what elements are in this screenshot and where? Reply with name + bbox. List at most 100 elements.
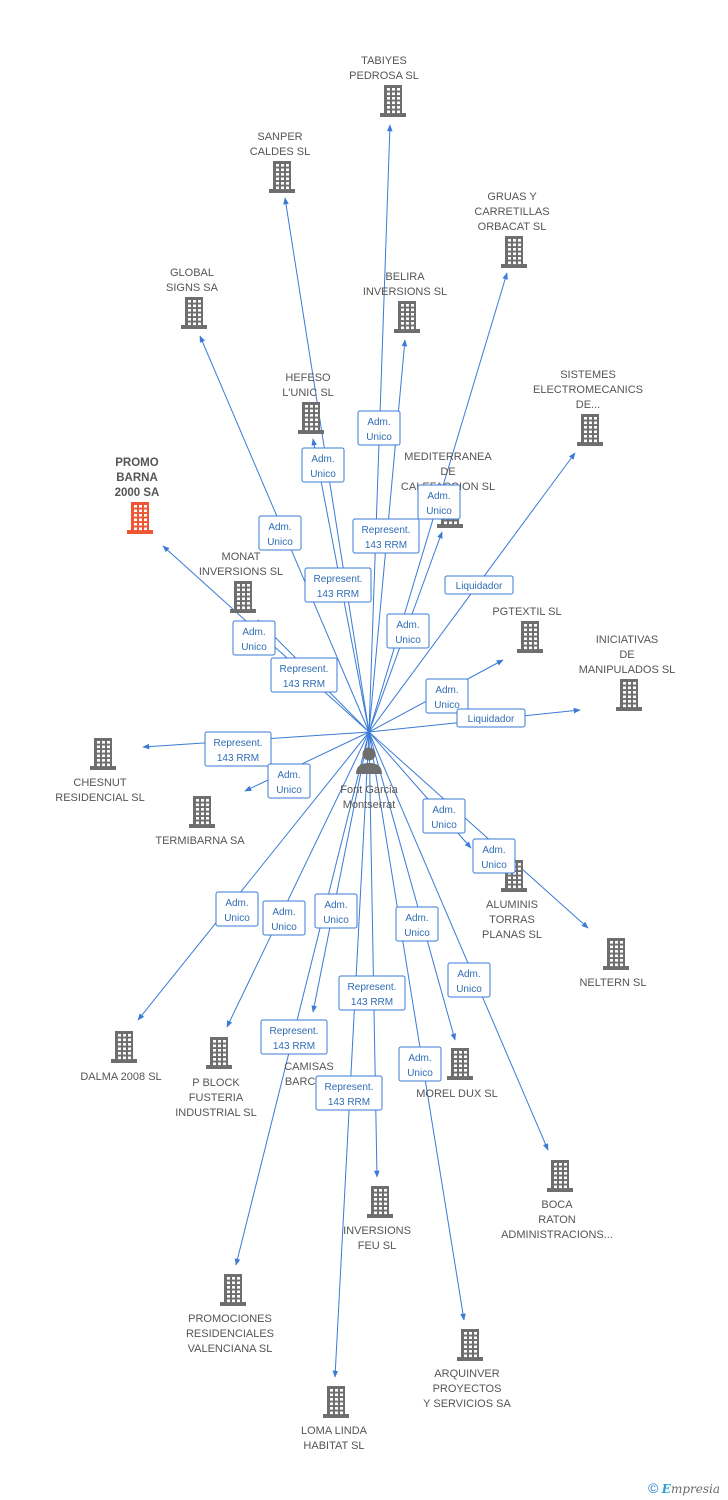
company-node-termibarna[interactable]: TERMIBARNA SA bbox=[155, 796, 245, 847]
relation-label-arquinver[interactable]: Adm.Unico bbox=[398, 1046, 442, 1082]
building-icon[interactable] bbox=[189, 796, 215, 828]
building-icon[interactable] bbox=[457, 1329, 483, 1361]
edge-boca[interactable] bbox=[368, 731, 549, 1151]
relation-label-termibarna[interactable]: Adm.Unico bbox=[267, 763, 311, 799]
relation-label-promociones[interactable]: Represent.143 RRM bbox=[260, 1019, 328, 1055]
company-node-neltern[interactable]: NELTERN SL bbox=[579, 938, 647, 989]
relation-label-camisas[interactable]: Adm.Unico bbox=[314, 893, 358, 929]
relation-label-tabiyes[interactable]: Represent.143 RRM bbox=[352, 518, 420, 554]
building-icon[interactable] bbox=[298, 402, 324, 434]
edge-arquinver[interactable] bbox=[368, 731, 466, 1321]
building-icon[interactable] bbox=[323, 1386, 349, 1418]
company-node-pgtextil[interactable]: PGTEXTIL SL bbox=[492, 606, 562, 653]
building-icon[interactable] bbox=[206, 1037, 232, 1069]
building-icon[interactable] bbox=[367, 1186, 393, 1218]
edge-loma[interactable] bbox=[332, 731, 370, 1378]
relation-label-pgtextil[interactable]: Adm.Unico bbox=[425, 678, 469, 714]
building-icon[interactable] bbox=[380, 85, 406, 117]
building-icon[interactable] bbox=[447, 1048, 473, 1080]
relation-label-sistemes[interactable]: Liquidador bbox=[444, 575, 514, 595]
relation-label-chesnut[interactable]: Represent.143 RRM bbox=[204, 731, 272, 767]
edge-pblock[interactable] bbox=[226, 731, 370, 1028]
relation-label-mediterranea[interactable]: Adm.Unico bbox=[386, 613, 430, 649]
relation-label-pblock[interactable]: Adm.Unico bbox=[262, 900, 306, 936]
building-icon[interactable] bbox=[577, 414, 603, 446]
building-icon[interactable] bbox=[220, 1274, 246, 1306]
building-icon[interactable] bbox=[90, 738, 116, 770]
company-node-morel[interactable]: MOREL DUX SL bbox=[416, 1048, 498, 1100]
relation-label-boca[interactable]: Adm.Unico bbox=[447, 962, 491, 998]
company-name[interactable]: PGTEXTIL SL bbox=[492, 606, 561, 618]
company-name[interactable]: TERMIBARNA SA bbox=[155, 835, 245, 847]
relation-label-loma[interactable]: Represent.143 RRM bbox=[315, 1075, 383, 1111]
relation-label-promo[interactable]: Adm.Unico bbox=[232, 620, 276, 656]
relation-label-global[interactable]: Adm.Unico bbox=[258, 515, 302, 551]
building-icon[interactable] bbox=[127, 502, 153, 534]
relation-label-sanper[interactable]: Represent.143 RRM bbox=[304, 567, 372, 603]
company-name[interactable]: NELTERN SL bbox=[579, 977, 646, 989]
relation-label-hefeso[interactable]: Adm.Unico bbox=[301, 447, 345, 483]
edge-neltern[interactable] bbox=[368, 731, 589, 929]
relation-label-iniciativas[interactable]: Liquidador bbox=[456, 708, 526, 728]
edge-promociones[interactable] bbox=[234, 731, 370, 1266]
edge-camisas[interactable] bbox=[311, 731, 370, 1013]
relation-label-belira[interactable]: Adm.Unico bbox=[357, 410, 401, 446]
building-icon[interactable] bbox=[230, 581, 256, 613]
relation-label-morel[interactable]: Adm.Unico bbox=[395, 906, 439, 942]
relation-label-inversionsfeu[interactable]: Represent.143 RRM bbox=[338, 975, 406, 1011]
building-icon[interactable] bbox=[603, 938, 629, 970]
relation-label-aluminis[interactable]: Adm.Unico bbox=[422, 798, 466, 834]
relation-label-neltern[interactable]: Adm.Unico bbox=[472, 838, 516, 874]
company-node-dalma[interactable]: DALMA 2008 SL bbox=[80, 1031, 162, 1083]
building-icon[interactable] bbox=[111, 1031, 137, 1063]
building-icon[interactable] bbox=[547, 1160, 573, 1192]
company-name[interactable]: MOREL DUX SL bbox=[416, 1088, 498, 1100]
relation-label-monat[interactable]: Represent.143 RRM bbox=[270, 657, 338, 693]
building-icon[interactable] bbox=[181, 297, 207, 329]
relation-label-gruas[interactable]: Adm.Unico bbox=[417, 484, 461, 520]
edge-dalma[interactable] bbox=[137, 731, 370, 1021]
footer-brand[interactable]: © Empresia bbox=[648, 1480, 720, 1496]
building-icon[interactable] bbox=[269, 161, 295, 193]
building-icon[interactable] bbox=[501, 236, 527, 268]
building-icon[interactable] bbox=[616, 679, 642, 711]
edge-morel[interactable] bbox=[368, 731, 457, 1041]
company-name[interactable]: DALMA 2008 SL bbox=[80, 1071, 161, 1083]
building-icon[interactable] bbox=[394, 301, 420, 333]
edge-termibarna[interactable] bbox=[244, 731, 370, 792]
building-icon[interactable] bbox=[517, 621, 543, 653]
